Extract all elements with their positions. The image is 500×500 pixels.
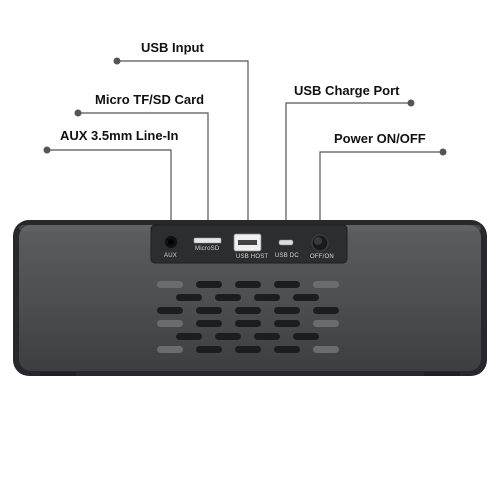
leader-line-power — [319, 151, 443, 236]
port-label-off-on: OFF/ON — [310, 254, 334, 260]
port-label-usb-dc: USB DC — [275, 253, 299, 259]
leader-line-usb-charge — [285, 102, 411, 236]
leader-dots — [43, 57, 447, 156]
leader-line-micro-sd — [78, 112, 209, 240]
callout-usb-charge: USB Charge Port — [294, 83, 400, 98]
callout-aux: AUX 3.5mm Line-In — [60, 128, 179, 143]
speaker-body — [19, 225, 481, 371]
port-label-micro-sd: MicroSD — [195, 246, 220, 252]
usb-dc-port — [278, 239, 294, 246]
leader-line-aux — [47, 149, 172, 236]
speaker-grille — [157, 281, 339, 353]
leader-line-usb-input — [117, 60, 249, 240]
callout-usb-input: USB Input — [141, 40, 204, 55]
micro-sd-slot — [193, 237, 222, 244]
port-label-usb-host: USB HOST — [236, 254, 269, 260]
port-label-aux: AUX — [164, 253, 177, 259]
callout-micro-sd: Micro TF/SD Card — [95, 92, 205, 107]
callout-power: Power ON/OFF — [334, 131, 426, 146]
leader-lines — [47, 60, 443, 240]
